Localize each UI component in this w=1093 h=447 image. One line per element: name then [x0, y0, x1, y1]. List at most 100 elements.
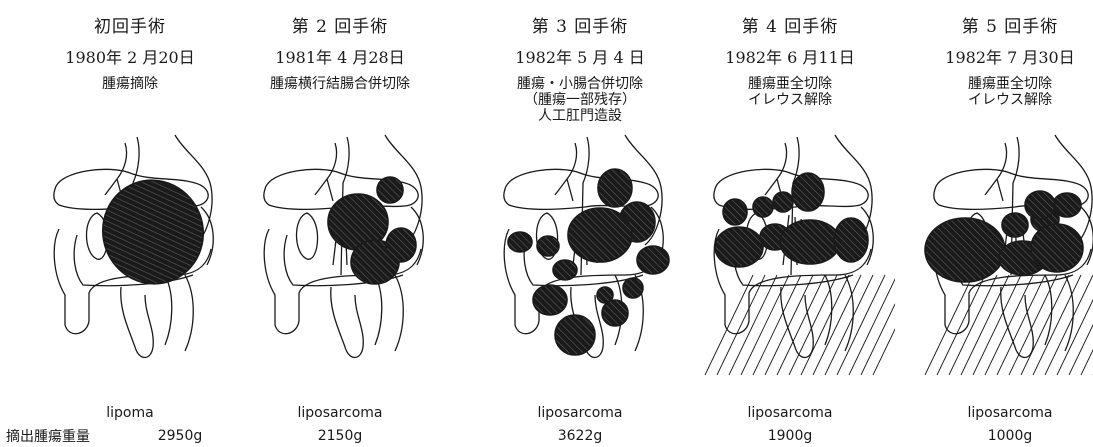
procedure-line: 腫瘍亜全切除 — [905, 76, 1093, 92]
bowel-loop-b — [395, 275, 403, 351]
surgery-date: 1982年 5 月 4 日 — [475, 44, 685, 68]
bowel-loop-a — [375, 275, 382, 345]
adhesion-line — [985, 275, 1033, 375]
surgery-panel-2: 第 2 回手術 1981年 4 月28日腫瘍横行結腸合併切除 liposarcoma… — [235, 0, 445, 447]
adhesion-line — [705, 275, 753, 375]
surgery-title: 第 5 回手術 — [905, 12, 1093, 37]
tumor-weight: 2150g — [235, 428, 445, 444]
tumor-mass — [834, 218, 868, 262]
adhesion-line — [717, 275, 765, 375]
tumor-mass — [792, 173, 824, 211]
surgery-title: 第 2 回手術 — [235, 12, 445, 37]
bowel-loop-a — [165, 275, 172, 345]
surgery-date: 1982年 7 月30日 — [905, 44, 1093, 68]
tumor-mass — [1031, 224, 1083, 272]
procedure-description: 腫瘍亜全切除イレウス解除 — [905, 76, 1093, 108]
abdominal-diagram — [685, 125, 895, 395]
tumor-mass — [1053, 193, 1081, 217]
rectum-outline — [1001, 287, 1034, 358]
tumor-group — [508, 169, 669, 355]
pathology-label: liposarcoma — [905, 405, 1093, 421]
rectum-outline — [331, 287, 364, 358]
pathology-label: liposarcoma — [475, 405, 685, 421]
adhesion-line — [1045, 275, 1093, 375]
kidney-outline — [297, 213, 318, 259]
surgery-panel-5: 第 5 回手術 1982年 7 月30日腫瘍亜全切除イレウス解除 liposarco… — [905, 0, 1093, 447]
adhesion-line — [1033, 275, 1081, 375]
tumor-mass — [537, 236, 559, 256]
pathology-label: liposarcoma — [685, 405, 895, 421]
abdominal-diagram — [235, 125, 445, 395]
tumor-group — [88, 166, 218, 298]
adhesion-line — [949, 275, 997, 375]
tumor-group — [925, 191, 1083, 282]
tumor-mass — [773, 192, 793, 212]
adhesion-hatching — [705, 275, 895, 375]
tumor-mass — [623, 278, 643, 298]
procedure-description: 腫瘍摘除 — [25, 76, 235, 92]
adhesion-line — [729, 275, 777, 375]
tumor-mass — [780, 220, 840, 264]
abdominal-diagram — [905, 125, 1093, 395]
tumor-mass — [1025, 191, 1055, 219]
procedure-line: 腫瘍亜全切除 — [685, 76, 895, 92]
surgery-title: 初回手術 — [25, 12, 235, 37]
pathology-label: lipoma — [25, 405, 235, 421]
procedure-line: イレウス解除 — [905, 92, 1093, 108]
adhesion-line — [973, 275, 1021, 375]
adhesion-line — [849, 275, 895, 375]
pathology-label: liposarcoma — [235, 405, 445, 421]
tumor-mass — [508, 232, 532, 252]
tumor-mass — [925, 218, 1005, 282]
tumor-mass — [1002, 213, 1028, 237]
adhesion-line — [777, 275, 825, 375]
adhesion-line — [753, 275, 801, 375]
tumor-mass — [723, 199, 747, 225]
adhesion-line — [1021, 275, 1069, 375]
tumor-mass — [568, 208, 632, 262]
adhesion-line — [825, 275, 873, 375]
tumor-mass — [598, 169, 632, 207]
procedure-line: 腫瘍横行結腸合併切除 — [235, 76, 445, 92]
adhesion-line — [1081, 275, 1093, 375]
procedure-line: 腫瘍摘除 — [25, 76, 235, 92]
rectum-outline — [121, 287, 154, 358]
tumor-mass — [88, 166, 218, 298]
surgery-panel-4: 第 4 回手術1982年 6 月11日腫瘍亜全切除イレウス解除liposarco… — [685, 0, 895, 447]
bowel-loop-b — [1065, 275, 1073, 351]
bowel-loop-b — [185, 275, 193, 351]
adhesion-hatching — [925, 275, 1093, 375]
adhesion-line — [837, 275, 885, 375]
tumor-mass — [533, 285, 567, 315]
tumor-weight: 1000g — [905, 428, 1093, 444]
tumor-mass — [553, 260, 577, 280]
adhesion-line — [997, 275, 1045, 375]
surgery-title: 第 3 回手術 — [475, 12, 685, 37]
surgery-date: 1981年 4 月28日 — [235, 44, 445, 68]
tumor-mass — [386, 228, 416, 262]
adhesion-line — [765, 275, 813, 375]
adhesion-line — [801, 275, 849, 375]
adhesion-line — [925, 275, 973, 375]
vessel-branch — [985, 143, 1007, 201]
adhesion-line — [873, 275, 895, 375]
bowel-loop-a — [1045, 275, 1052, 345]
adhesion-line — [813, 275, 861, 375]
rectum-outline — [781, 287, 814, 358]
tumor-weight: 3622g — [475, 428, 685, 444]
surgery-date: 1982年 6 月11日 — [685, 44, 895, 68]
procedure-line: イレウス解除 — [685, 92, 895, 108]
procedure-description: 腫瘍横行結腸合併切除 — [235, 76, 445, 92]
tumor-mass — [637, 246, 669, 274]
abdominal-diagram — [25, 125, 235, 395]
tumor-mass — [555, 315, 595, 355]
tumor-weight: 1900g — [685, 428, 895, 444]
vessel-branch — [315, 143, 337, 201]
adhesion-line — [1057, 275, 1093, 375]
abdominal-diagram — [475, 125, 685, 395]
bowel-loop-b — [845, 275, 853, 351]
procedure-line: （腫瘍一部残存） — [475, 92, 685, 108]
bowel-loop-a — [825, 275, 832, 345]
